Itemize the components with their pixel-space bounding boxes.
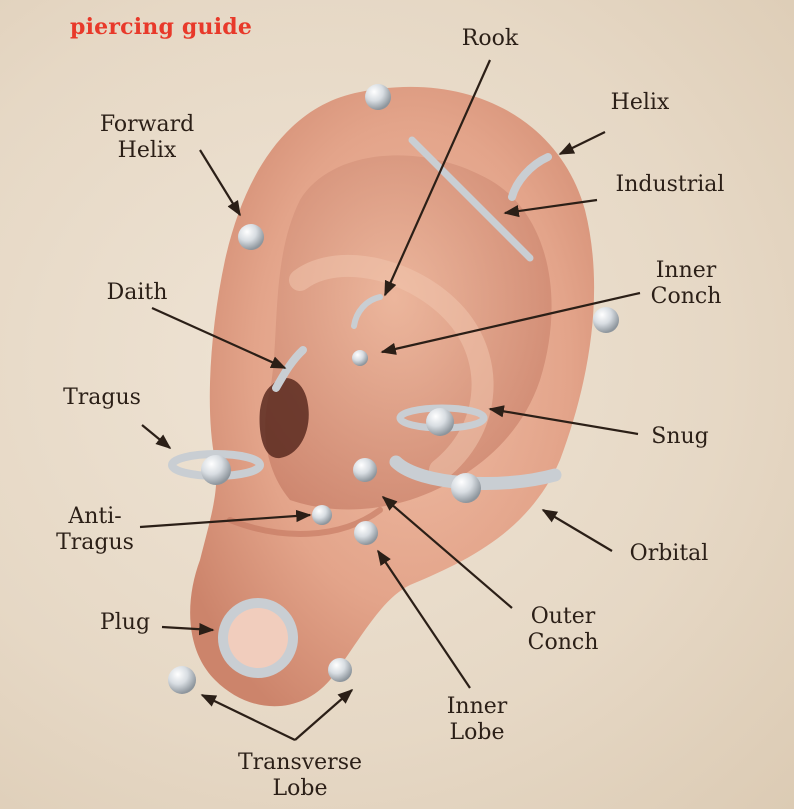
inner-conch-arrow (380, 291, 641, 355)
label-tragus: Tragus (52, 385, 152, 411)
label-outer-conch-line-2: Conch (527, 630, 599, 655)
anti-tragus-stud (312, 505, 332, 525)
orbital-bead (451, 473, 481, 503)
leader-arrows (139, 59, 641, 741)
daith-arrow (151, 306, 287, 370)
inner-lobe-arrow (377, 549, 471, 689)
label-tragus-text: Tragus (63, 385, 141, 410)
inner-conch-stud (352, 350, 368, 366)
label-industrial-text: Industrial (615, 172, 725, 197)
label-outer-conch: Outer Conch (513, 604, 613, 656)
outer-conch-arrow (381, 495, 513, 609)
daith-ring (272, 346, 307, 392)
helix-ring (508, 153, 552, 201)
helix-top-stud (365, 84, 391, 110)
forward-helix-arrow (199, 149, 241, 217)
label-transverse-lobe-line-1: Transverse (237, 750, 363, 775)
label-orbital: Orbital (614, 541, 724, 567)
label-daith-text: Daith (106, 280, 168, 305)
outer-conch-stud (353, 458, 377, 482)
label-snug: Snug (640, 424, 720, 450)
label-rook-text: Rook (461, 26, 519, 51)
label-inner-lobe: Inner Lobe (427, 694, 527, 746)
snug-arrow (488, 405, 639, 436)
helix-arrow (558, 131, 606, 155)
label-anti-tragus-line-2: Tragus (56, 530, 134, 555)
label-transverse-lobe: Transverse Lobe (215, 750, 385, 802)
label-daith: Daith (92, 280, 182, 306)
anti-tragus-arrow (139, 509, 312, 529)
label-inner-conch-line-1: Inner (655, 258, 717, 283)
plug-inner (228, 608, 288, 668)
helix-back-stud (593, 307, 619, 333)
label-snug-text: Snug (651, 424, 709, 449)
jewelry (168, 84, 619, 694)
tragus-arrow (141, 424, 172, 449)
label-rook: Rook (450, 26, 530, 52)
label-anti-tragus: Anti- Tragus (45, 504, 145, 556)
transverse-lobe-left-bead (168, 666, 196, 694)
label-forward-helix: Forward Helix (82, 112, 212, 164)
inner-lobe-stud (354, 521, 378, 545)
brand-title: piercing guide (70, 14, 253, 40)
label-outer-conch-line-1: Outer (530, 604, 596, 629)
transverse-lobe-right-bead (328, 658, 352, 682)
industrial-arrow (503, 198, 598, 218)
rook-arrow (383, 59, 492, 297)
orbital-arrow (541, 509, 613, 552)
label-inner-conch: Inner Conch (636, 258, 736, 310)
label-plug-text: Plug (99, 610, 151, 635)
label-orbital-text: Orbital (629, 541, 709, 566)
label-anti-tragus-line-1: Anti- (68, 504, 122, 529)
label-forward-helix-line-1: Forward (99, 112, 195, 137)
rook-ring (351, 294, 383, 329)
industrial-bar (408, 136, 534, 262)
label-transverse-lobe-line-2: Lobe (272, 776, 328, 801)
label-inner-conch-line-2: Conch (650, 284, 722, 309)
forward-helix-stud (238, 224, 264, 250)
label-helix: Helix (595, 90, 685, 116)
tragus-bead (201, 455, 231, 485)
label-plug: Plug (90, 610, 160, 636)
label-helix-text: Helix (610, 90, 670, 115)
transverse-lobe-left-arrow (200, 694, 296, 741)
ear-canal-shadow (259, 377, 309, 459)
label-inner-lobe-line-1: Inner (446, 694, 508, 719)
label-industrial: Industrial (595, 172, 745, 198)
label-inner-lobe-line-2: Lobe (449, 720, 505, 745)
plug-arrow (161, 623, 215, 636)
transverse-lobe-right-arrow (294, 688, 354, 741)
snug-bead (426, 408, 454, 436)
label-forward-helix-line-2: Helix (117, 138, 177, 163)
lobe-crease (227, 507, 383, 537)
